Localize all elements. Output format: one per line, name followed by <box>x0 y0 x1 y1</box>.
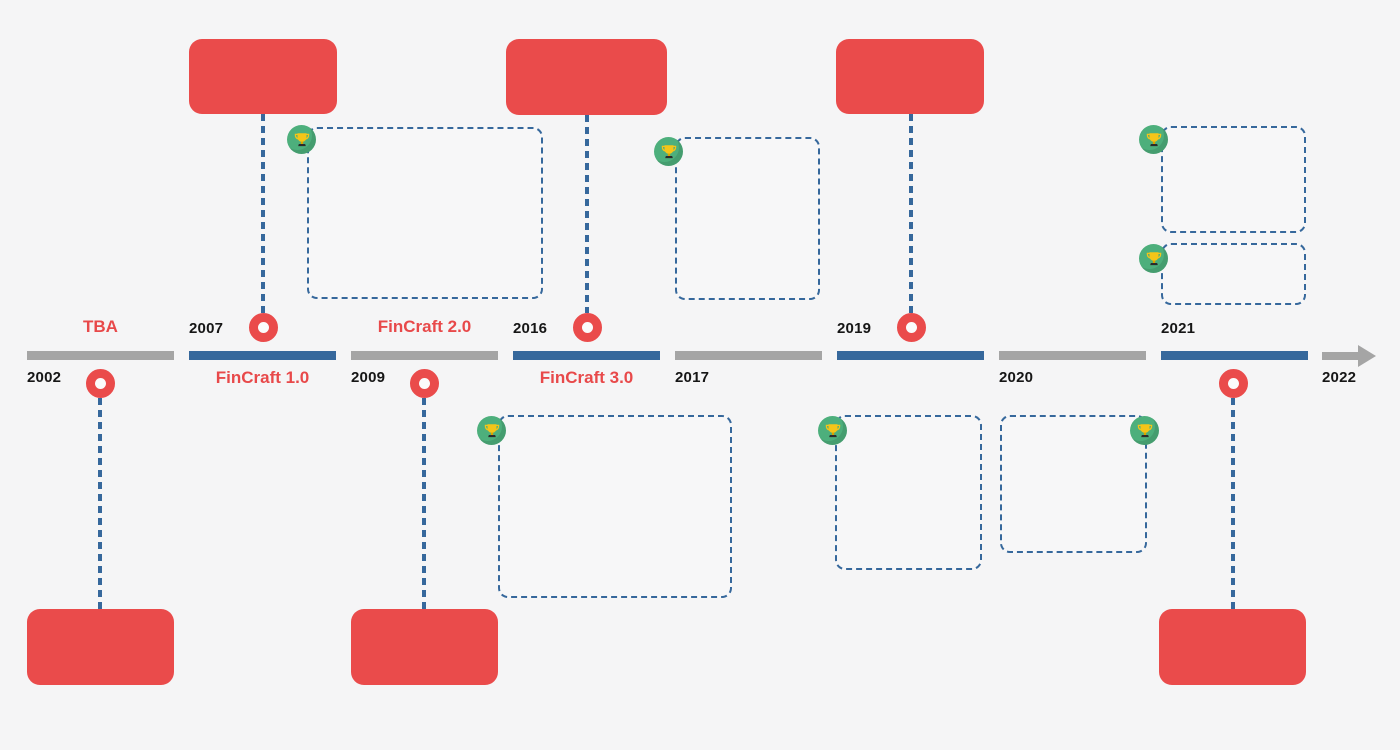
year-label-2021: 2021 <box>1161 320 1196 337</box>
donut-circle-icon <box>86 369 115 398</box>
release-label-fincraft-2: FinCraft 2.0 <box>377 317 472 336</box>
release-label-fincraft-3: FinCraft 3.0 <box>539 368 634 387</box>
year-label-2020: 2020 <box>999 369 1034 386</box>
trophy-icon <box>477 416 506 445</box>
timeline-segment-2016 <box>513 351 660 360</box>
release-label-tba: TBA <box>83 317 118 336</box>
timeline-segment-2017 <box>675 351 822 360</box>
year-label-2002: 2002 <box>27 369 62 386</box>
trophy-icon <box>1139 125 1168 154</box>
trophy-icon <box>1139 244 1168 273</box>
trophy-icon <box>287 125 316 154</box>
connector-line-2019 <box>909 114 913 313</box>
milestone-box-2016 <box>506 39 667 115</box>
milestone-box-2009 <box>351 609 498 685</box>
trophy-icon <box>818 416 847 445</box>
trophy-icon <box>654 137 683 166</box>
year-label-2022: 2022 <box>1322 369 1357 386</box>
milestone-box-2002 <box>27 609 174 685</box>
release-label-fincraft-1: FinCraft 1.0 <box>215 368 310 387</box>
timeline-segment-2009 <box>351 351 498 360</box>
donut-circle-icon <box>1219 369 1248 398</box>
year-label-2009: 2009 <box>351 369 386 386</box>
milestone-box-2019 <box>836 39 984 114</box>
connector-line-2021 <box>1231 398 1235 609</box>
milestone-box-2007 <box>189 39 337 114</box>
timeline-segment-2020 <box>999 351 1146 360</box>
award-box-1 <box>307 127 543 299</box>
right-arrow-icon <box>1358 345 1376 367</box>
timeline-segment-tba <box>27 351 174 360</box>
timeline-segment-2007 <box>189 351 336 360</box>
connector-line-2007 <box>261 114 265 313</box>
year-label-2017: 2017 <box>675 369 710 386</box>
award-box-5 <box>498 415 732 598</box>
award-box-4 <box>1161 243 1306 305</box>
award-box-3 <box>1161 126 1306 233</box>
year-label-2019: 2019 <box>837 320 872 337</box>
donut-circle-icon <box>249 313 278 342</box>
connector-line-2016 <box>585 115 589 313</box>
award-box-7 <box>1000 415 1147 553</box>
trophy-icon <box>1130 416 1159 445</box>
timeline-segment-2019 <box>837 351 984 360</box>
donut-circle-icon <box>897 313 926 342</box>
award-box-6 <box>835 415 982 570</box>
donut-circle-icon <box>573 313 602 342</box>
connector-line-2009 <box>422 398 426 609</box>
milestone-box-2021 <box>1159 609 1306 685</box>
donut-circle-icon <box>410 369 439 398</box>
year-label-2016: 2016 <box>513 320 548 337</box>
connector-line-2002 <box>98 398 102 609</box>
timeline-segment-2021 <box>1161 351 1308 360</box>
right-arrow-icon <box>1322 352 1362 360</box>
year-label-2007: 2007 <box>189 320 224 337</box>
award-box-2 <box>675 137 820 300</box>
